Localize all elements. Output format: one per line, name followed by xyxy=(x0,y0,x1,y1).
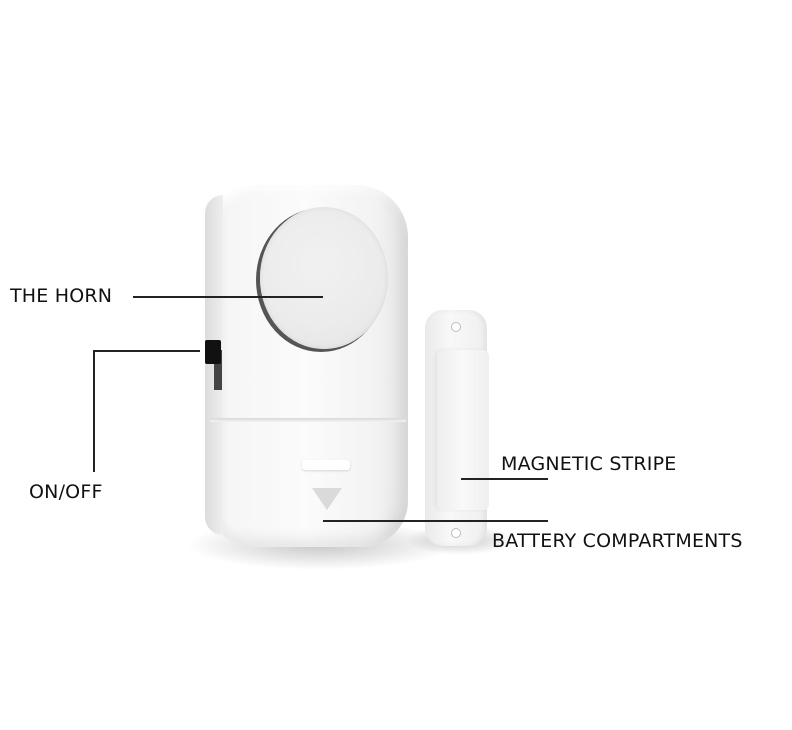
battery-slide-arrow-icon xyxy=(312,488,342,510)
battery-slide-bar-icon xyxy=(302,460,350,470)
horn-speaker xyxy=(260,207,388,349)
label-on-off: ON/OFF xyxy=(29,481,103,503)
switch-track xyxy=(214,350,222,390)
magnetic-stripe-leader-line xyxy=(461,478,548,480)
on-off-leader-line-h xyxy=(93,350,200,352)
magnet-stripe xyxy=(437,350,489,510)
label-the-horn: THE HORN xyxy=(10,285,113,307)
on-off-switch xyxy=(205,340,221,364)
mount-hole-top xyxy=(451,322,461,332)
battery-leader-line xyxy=(323,520,548,522)
mount-hole-bottom xyxy=(451,528,461,538)
label-battery-compartments: BATTERY COMPARTMENTS xyxy=(492,530,743,552)
battery-cover-seam xyxy=(210,418,406,422)
label-magnetic-stripe: MAGNETIC STRIPE xyxy=(501,453,677,475)
on-off-leader-line-v xyxy=(93,350,95,472)
horn-leader-line xyxy=(133,296,323,298)
